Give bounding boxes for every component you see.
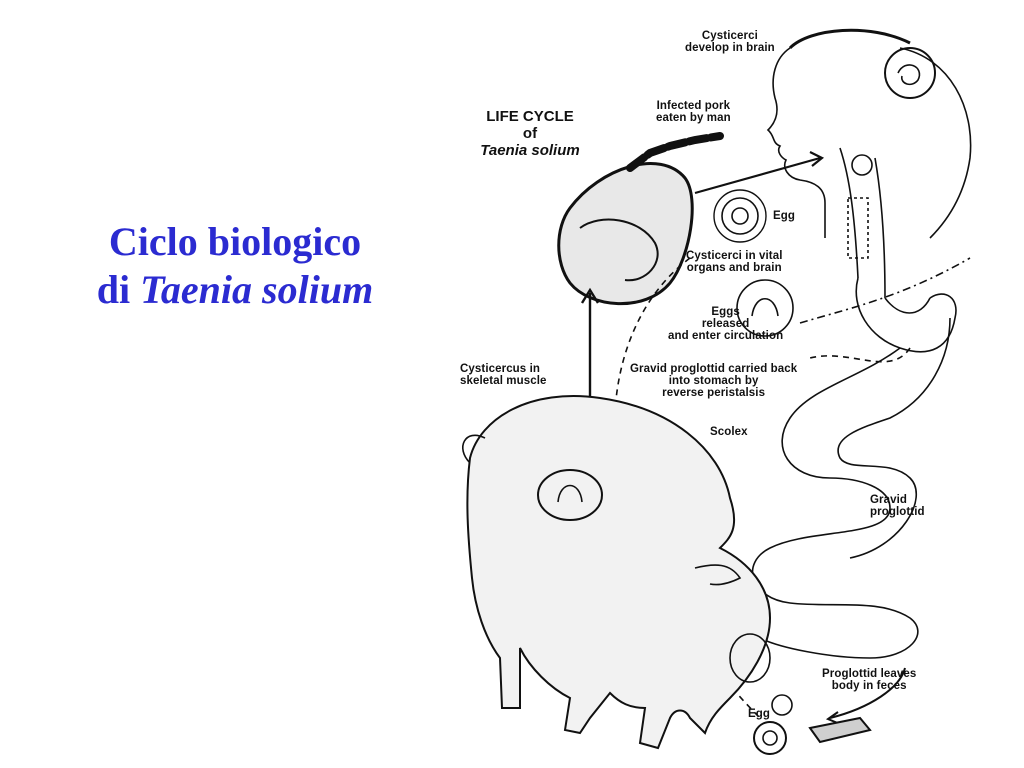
arrow-feces [829, 667, 906, 719]
figure-heading: LIFE CYCLE of Taenia solium [460, 108, 600, 159]
label-cysticercus-muscle: Cysticercus in skeletal muscle [460, 363, 547, 387]
pork-meat [557, 162, 694, 306]
pig-ear [694, 564, 742, 586]
title-prefix: di [96, 267, 141, 312]
throat-cyst [851, 154, 873, 176]
label-proglottid-leaves: Proglottid leaves body in feces [822, 668, 917, 692]
stomach [855, 277, 957, 353]
label-cysticerci-vital: Cysticerci in vital organs and brain [686, 250, 783, 274]
slide-title: Ciclo biologico di Taenia solium [40, 218, 430, 314]
label-cysticerci-brain: Cysticerci develop in brain [685, 30, 775, 54]
label-egg-top: Egg [773, 210, 796, 222]
man-hair [788, 28, 911, 50]
man-head [766, 47, 972, 239]
label-egg-bottom: Egg [748, 708, 771, 720]
figure-heading-line1: LIFE CYCLE [486, 108, 574, 125]
egg-top-icon [713, 189, 767, 243]
figure-heading-line2: of [522, 125, 538, 142]
arrow-circulation [799, 257, 971, 324]
arrow-back-stomach [809, 347, 911, 363]
figure-heading-line3: Taenia solium [460, 142, 600, 159]
life-cycle-illustration [461, 28, 972, 755]
pig-snout [729, 633, 771, 683]
label-infected-pork: Infected pork eaten by man [656, 100, 731, 124]
vital-cyst [736, 279, 794, 337]
brain-cyst [884, 47, 936, 99]
title-line-1: Ciclo biologico [108, 219, 362, 264]
title-line-2: di Taenia solium [40, 266, 430, 314]
title-species: Taenia solium [140, 267, 374, 312]
pig-body [466, 395, 772, 750]
intestine [751, 317, 951, 659]
feces [808, 716, 872, 744]
label-gravid-back: Gravid proglottid carried back into stom… [630, 363, 798, 399]
label-scolex: Scolex [710, 426, 748, 438]
egg-bottom-icon [753, 721, 787, 755]
life-cycle-figure: LIFE CYCLE of Taenia solium Cysticerci d… [430, 18, 990, 763]
label-eggs-released: Eggs released and enter circulation [668, 306, 784, 342]
pork-string [626, 132, 724, 172]
esophagus [839, 147, 886, 299]
arrow-pork-to-man [694, 156, 821, 195]
label-gravid-proglottid: Gravid proglottid [870, 494, 925, 518]
pig-tail [461, 434, 486, 464]
pig-muscle-cyst [537, 469, 603, 521]
figure-heading-species: Taenia solium [480, 142, 580, 159]
